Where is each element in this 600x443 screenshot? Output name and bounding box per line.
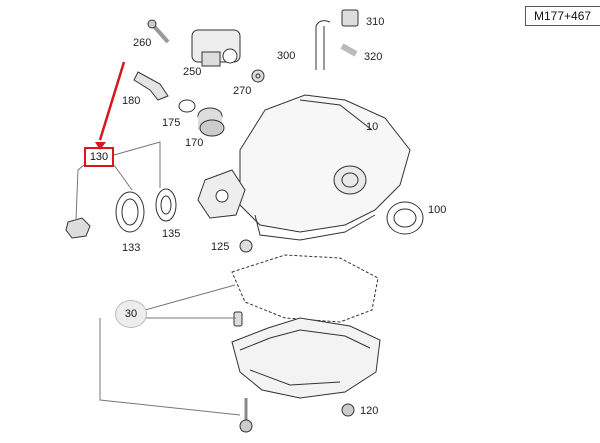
clip-310-icon bbox=[341, 9, 359, 27]
part-label-175: 175 bbox=[162, 117, 181, 129]
part-label-260: 260 bbox=[133, 37, 152, 49]
gasket-icon bbox=[231, 254, 379, 323]
group-label: 30 bbox=[115, 300, 147, 328]
part-label-300: 300 bbox=[277, 50, 296, 62]
bolt-260-icon bbox=[147, 19, 170, 44]
actuator-250-icon bbox=[191, 29, 241, 67]
group-30-bracket bbox=[99, 284, 241, 416]
differential-housing-10-icon bbox=[239, 94, 411, 241]
vent-pipe-300-icon bbox=[315, 20, 331, 70]
group-130-bracket bbox=[75, 141, 161, 221]
part-label-180: 180 bbox=[122, 95, 141, 107]
o-ring-175-icon bbox=[178, 99, 196, 113]
part-label-100: 100 bbox=[428, 204, 447, 216]
part-label-320: 320 bbox=[364, 51, 383, 63]
nut-270-icon bbox=[251, 69, 265, 83]
nut-125-icon bbox=[239, 239, 253, 253]
reference-code: M177+467 bbox=[525, 6, 600, 26]
part-label-125: 125 bbox=[211, 241, 230, 253]
oil-pan-icon bbox=[231, 317, 381, 399]
pan-bolt-icon bbox=[239, 398, 253, 433]
red-arrow-icon bbox=[95, 61, 126, 150]
part-label-170: 170 bbox=[185, 137, 204, 149]
part-label-120: 120 bbox=[360, 405, 379, 417]
seal-133-icon bbox=[115, 191, 145, 233]
part-label-270: 270 bbox=[233, 85, 252, 97]
dowel-pin-icon bbox=[233, 311, 243, 327]
part-label-135: 135 bbox=[162, 228, 181, 240]
highlighted-part-label: 130 bbox=[84, 147, 114, 167]
part-label-310: 310 bbox=[366, 16, 385, 28]
seal-100-icon bbox=[386, 201, 424, 235]
part-label-10: 10 bbox=[366, 121, 379, 133]
drain-plug-120-icon bbox=[341, 403, 355, 417]
sleeve-170-icon bbox=[197, 107, 225, 137]
nut-130-icon bbox=[65, 217, 91, 239]
input-flange-icon bbox=[197, 169, 246, 219]
seal-135-icon bbox=[155, 188, 177, 222]
sensor-180-icon bbox=[133, 71, 169, 101]
part-label-250: 250 bbox=[183, 66, 202, 78]
pin-320-icon bbox=[340, 43, 358, 57]
part-label-133: 133 bbox=[122, 242, 141, 254]
